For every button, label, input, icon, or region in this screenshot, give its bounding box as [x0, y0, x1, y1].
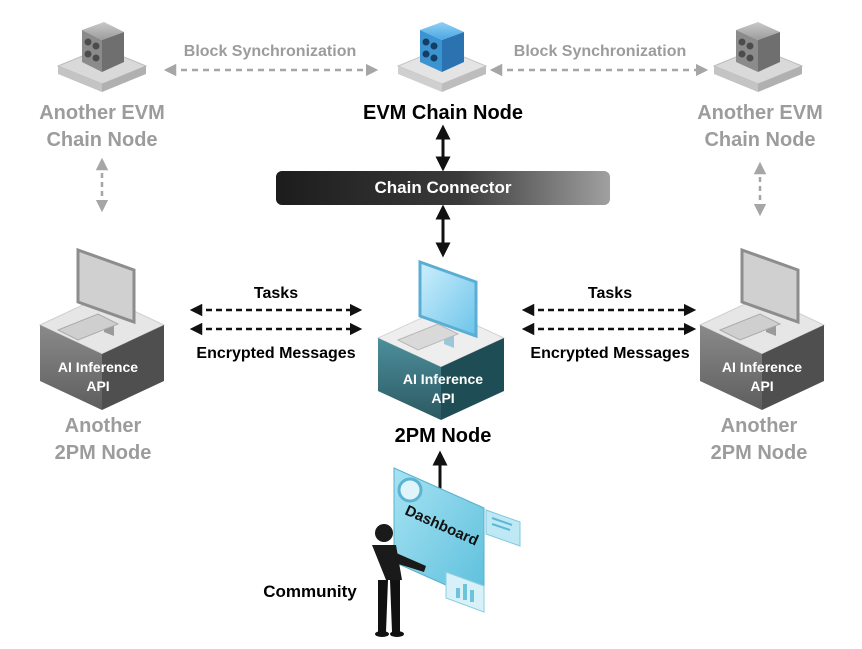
encrypted-messages-label-left: Encrypted Messages: [196, 345, 356, 362]
tasks-label-left: Tasks: [253, 285, 299, 302]
another-2pm-title-left: Another 2PM Node: [28, 413, 178, 467]
another-2pm-left-line1: Another: [64, 415, 142, 437]
another-evm-title-right: Another EVM Chain Node: [680, 100, 840, 154]
another-2pm-title-right: Another 2PM Node: [684, 413, 834, 467]
encrypted-messages-label-right: Encrypted Messages: [530, 345, 690, 362]
another-2pm-left-line2: 2PM Node: [54, 442, 152, 464]
ai-api-center-line1: AI Inference: [402, 371, 484, 387]
another-evm-left-line2: Chain Node: [46, 129, 158, 151]
server-cube-icon: [712, 22, 804, 92]
computer-workstation-icon: [376, 259, 506, 420]
server-cube-icon: [396, 22, 488, 92]
ai-inference-api-label-left: AI Inference API: [40, 358, 156, 396]
evm-chain-node-title: EVM Chain Node: [362, 102, 523, 124]
chain-connector-bar: [276, 171, 610, 205]
ai-api-center-line2: API: [431, 390, 455, 406]
computer-workstation-icon: [698, 247, 826, 410]
ai-api-left-line1: AI Inference: [57, 359, 139, 375]
community-label: Community: [263, 582, 357, 601]
another-evm-title-left: Another EVM Chain Node: [22, 100, 182, 154]
person-icon: [372, 524, 426, 637]
tasks-label-right: Tasks: [587, 285, 633, 302]
twopm-node-title: 2PM Node: [394, 425, 492, 447]
ai-api-right-line2: API: [750, 378, 774, 394]
another-evm-left-line1: Another EVM: [39, 102, 165, 124]
ai-api-right-line1: AI Inference: [721, 359, 803, 375]
block-sync-label-right: Block Synchronization: [513, 43, 687, 60]
ai-api-left-line2: API: [86, 378, 110, 394]
another-2pm-right-line1: Another: [720, 415, 798, 437]
another-2pm-right-line2: 2PM Node: [710, 442, 808, 464]
server-cube-icon: [56, 22, 148, 92]
another-evm-right-line1: Another EVM: [697, 102, 823, 124]
ai-inference-api-label-center: AI Inference API: [383, 370, 503, 408]
chain-connector-label: Chain Connector: [374, 178, 512, 197]
computer-workstation-icon: [38, 247, 166, 410]
block-sync-label-left: Block Synchronization: [183, 43, 357, 60]
ai-inference-api-label-right: AI Inference API: [704, 358, 820, 396]
another-evm-right-line2: Chain Node: [704, 129, 816, 151]
